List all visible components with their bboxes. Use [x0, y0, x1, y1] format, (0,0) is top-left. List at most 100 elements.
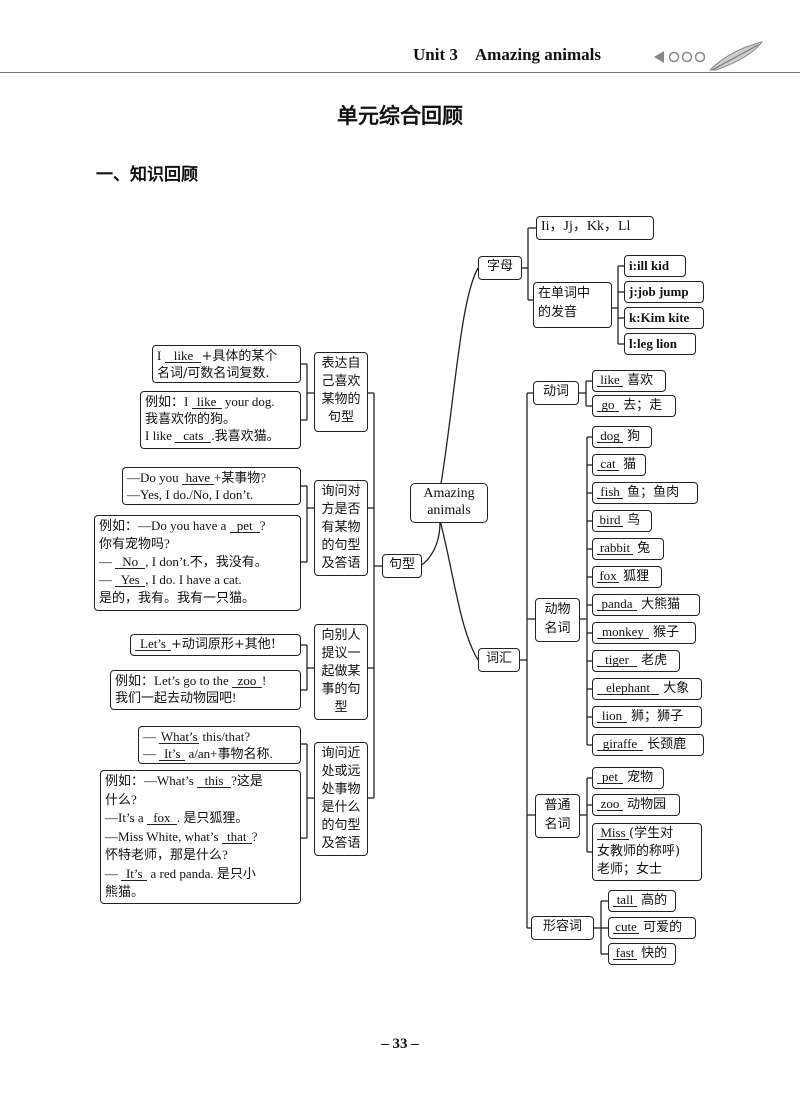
sentences-node: 句型	[382, 554, 422, 578]
adjectives-node: 形容词	[531, 916, 594, 940]
header-title: Unit 3 Amazing animals	[413, 45, 601, 65]
adj-tall: tall 高的	[608, 890, 676, 912]
sentence-type-3-label: 向别人 提议一 起做某 事的句 型	[314, 624, 368, 720]
animal-lion-zh: 狮；狮子	[631, 709, 684, 724]
blank-whats: What’s	[159, 729, 200, 744]
sentence-type-1-label: 表达自 己喜欢 某物的 句型	[314, 352, 368, 432]
animal-dog: dog 狗	[592, 426, 652, 448]
blank-this: this	[197, 774, 232, 788]
header-rule	[0, 72, 800, 73]
blank-like-2: like	[191, 395, 222, 409]
verb-like-word: like	[597, 373, 623, 387]
animal-panda: panda 大熊猫	[592, 594, 700, 616]
common-pet: pet 宠物	[592, 767, 664, 789]
animal-dog-word: dog	[597, 429, 623, 443]
sentence-type-2-pattern: —Do you have+某事物? —Yes, I do./No, I don’…	[122, 467, 301, 505]
sentence-type-2-label: 询问对 方是否 有某物 的句型 及答语	[314, 480, 368, 576]
sentence-type-1-example: 例如：I like your dog. 我喜欢你的狗。 I like cats.…	[140, 391, 301, 449]
animal-fox: fox 狐狸	[592, 566, 662, 588]
animal-nouns-label-1: 动物	[544, 602, 571, 617]
animal-elephant-zh: 大象	[663, 681, 690, 696]
animal-bird-word: bird	[597, 513, 623, 527]
animal-rabbit-zh: 兔	[637, 541, 651, 556]
blank-lets: Let’s	[135, 637, 171, 651]
animal-bird-zh: 鸟	[627, 513, 641, 528]
adj-tall-zh: 高的	[641, 893, 668, 908]
animal-tiger: tiger 老虎	[592, 650, 680, 672]
blank-yes: Yes	[115, 573, 146, 587]
header-unit-title: Amazing animals	[474, 45, 601, 64]
common-zoo-zh: 动物园	[627, 797, 667, 812]
letter-sound-k: k:Kim kite	[624, 307, 704, 329]
animal-monkey-word: monkey	[597, 625, 649, 639]
vocab-node: 词汇	[478, 648, 520, 672]
common-nouns-label-1: 普通	[544, 798, 571, 813]
animal-giraffe-zh: 长颈鹿	[647, 737, 687, 752]
blank-that: that	[221, 830, 252, 844]
animal-rabbit-word: rabbit	[597, 541, 633, 555]
letter-sounds-label-2: 的发音	[538, 305, 578, 320]
animal-dog-zh: 狗	[627, 429, 641, 444]
common-nouns-node: 普通 名词	[535, 794, 580, 838]
page-title: 单元综合回顾	[337, 104, 463, 128]
animal-tiger-word: tiger	[597, 653, 637, 667]
section-heading: 一、知识回顾	[96, 165, 198, 185]
animal-cat: cat 猫	[592, 454, 646, 476]
adj-fast-zh: 快的	[641, 946, 668, 961]
sentence-type-2-example: 例如：—Do you have a pet? 你有宠物吗? — No, I do…	[94, 515, 301, 611]
common-miss-zh-3: 老师；女士	[597, 862, 663, 877]
verb-go-word: go	[597, 398, 619, 412]
animal-nouns-node: 动物 名词	[535, 598, 580, 642]
blank-fox: fox	[146, 811, 177, 825]
blank-its: It’s	[159, 747, 186, 761]
common-miss: Miss(学生对 女教师的称呼) 老师；女士	[592, 823, 702, 881]
blank-like: like	[165, 349, 202, 363]
letter-sound-i: i:ill kid	[624, 255, 686, 277]
animal-fish-word: fish	[597, 485, 623, 499]
animal-lion-word: lion	[597, 709, 627, 723]
adj-cute-word: cute	[613, 920, 639, 934]
animal-elephant-word: elephant	[597, 681, 659, 695]
animal-cat-word: cat	[597, 457, 619, 471]
letter-sounds-node: 在单词中 的发音	[533, 282, 612, 328]
blank-pet: pet	[229, 519, 260, 533]
page-number: – 33 –	[381, 1036, 419, 1052]
verb-like-zh: 喜欢	[627, 373, 654, 388]
letters-group: Ii，Jj，Kk，Ll	[536, 216, 654, 240]
common-miss-zh-1: (学生对	[629, 826, 674, 841]
sentence-type-3-example: 例如：Let’s go to the zoo! 我们一起去动物园吧!	[110, 670, 301, 710]
verbs-node: 动词	[533, 381, 579, 405]
root-node: Amazing animals	[410, 483, 488, 523]
animal-elephant: elephant 大象	[592, 678, 702, 700]
animal-monkey: monkey 猴子	[592, 622, 696, 644]
animal-nouns-label-2: 名词	[544, 621, 571, 636]
adj-fast: fast 快的	[608, 943, 676, 965]
feather-ornament-icon	[654, 41, 764, 71]
animal-bird: bird 鸟	[592, 510, 652, 532]
blank-cats: cats	[175, 429, 212, 443]
adj-fast-word: fast	[613, 946, 637, 960]
common-zoo-word: zoo	[597, 797, 623, 811]
animal-rabbit: rabbit 兔	[592, 538, 664, 560]
common-zoo: zoo 动物园	[592, 794, 680, 816]
root-line-2: animals	[427, 503, 471, 518]
animal-giraffe: giraffe 长颈鹿	[592, 734, 704, 756]
animal-panda-zh: 大熊猫	[641, 597, 681, 612]
blank-no: No	[115, 555, 146, 569]
sentence-type-4-pattern: — What’s this/that? — It’s a/an+事物名称.	[138, 726, 301, 764]
animal-fox-zh: 狐狸	[623, 569, 650, 584]
animal-fish-zh: 鱼；鱼肉	[627, 485, 680, 500]
animal-fox-word: fox	[597, 569, 619, 583]
animal-cat-zh: 猫	[623, 457, 637, 472]
blank-have: have	[181, 471, 214, 485]
letters-node: 字母	[478, 256, 522, 280]
common-pet-zh: 宠物	[627, 770, 654, 785]
common-miss-zh-2: 女教师的称呼)	[597, 844, 681, 859]
root-line-1: Amazing	[423, 486, 475, 501]
sentence-type-3-pattern: Let’s+动词原形+其他!	[130, 634, 301, 656]
animal-fish: fish 鱼；鱼肉	[592, 482, 698, 504]
verb-go: go 去；走	[592, 395, 676, 417]
animal-lion: lion 狮；狮子	[592, 706, 702, 728]
sentence-type-1-pattern: I like+具体的某个 名词/可数名词复数.	[152, 345, 301, 383]
